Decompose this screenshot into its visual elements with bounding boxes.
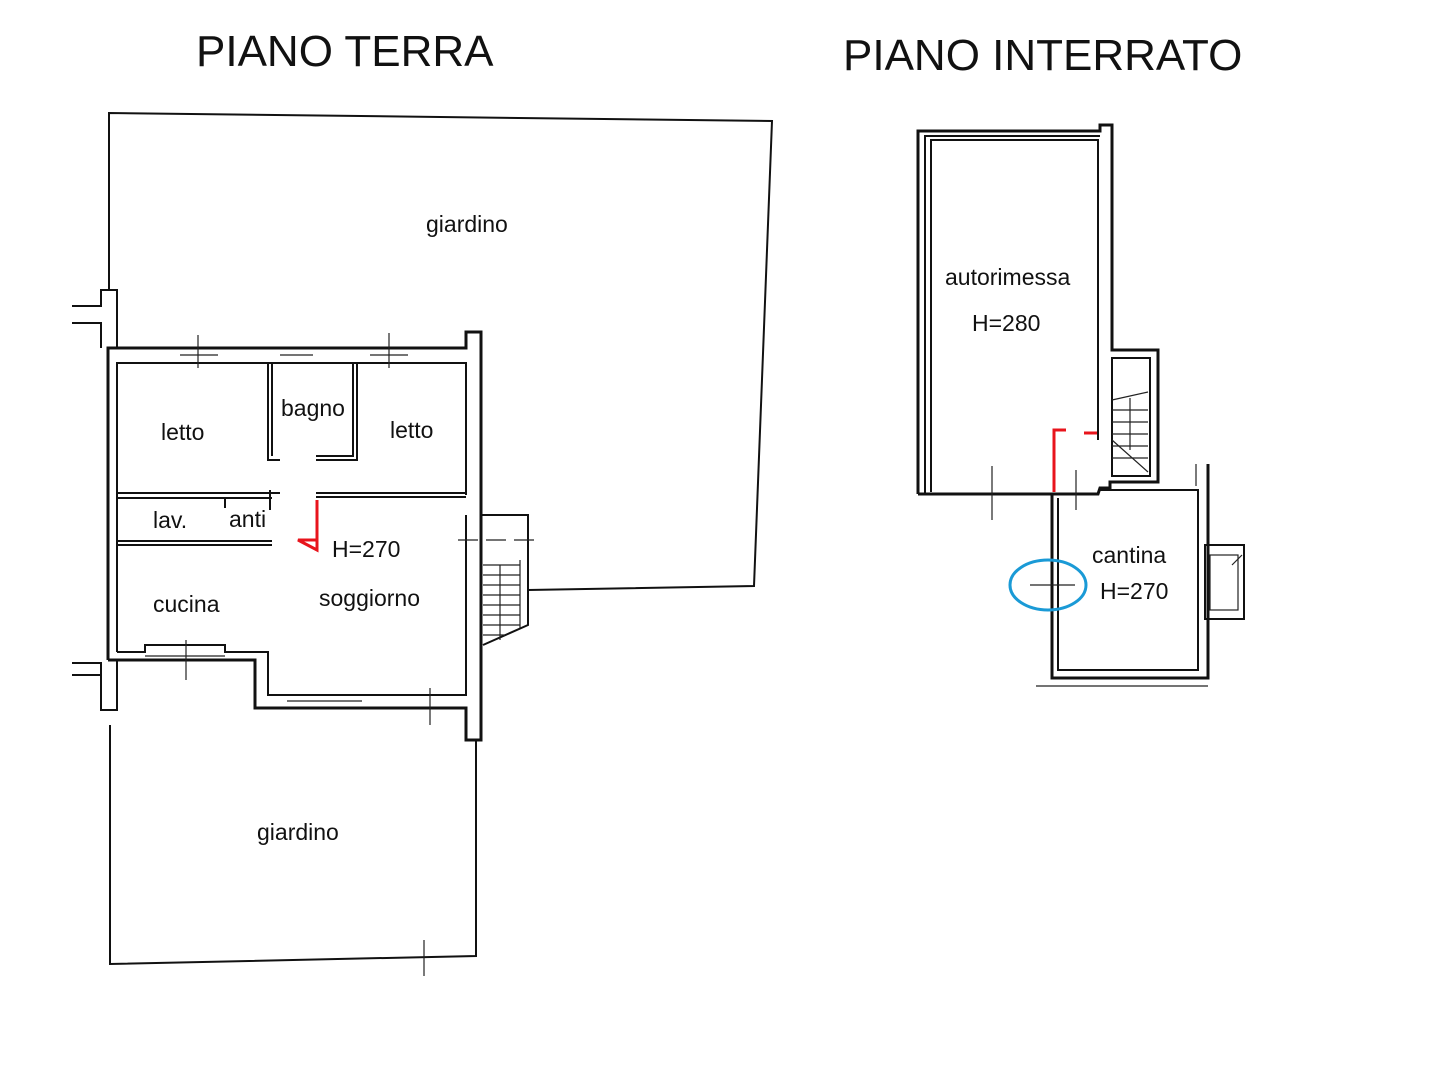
label-cantina: cantina — [1092, 542, 1166, 568]
label-height-cellar: H=270 — [1100, 578, 1168, 604]
label-bagno: bagno — [281, 395, 345, 421]
red-section-mark — [1052, 428, 1066, 492]
basement-plan: autorimessa H=280 cantina H=270 — [916, 123, 1245, 687]
label-letto-right: letto — [390, 417, 433, 443]
house-outer-wall — [106, 330, 483, 742]
label-lav: lav. — [153, 507, 187, 533]
label-anti: anti — [229, 506, 266, 532]
label-letto-left: letto — [161, 419, 204, 445]
label-cucina: cucina — [153, 591, 220, 617]
label-height-ground: H=270 — [332, 536, 400, 562]
garden-top-boundary — [108, 111, 774, 591]
title-piano-terra: PIANO TERRA — [196, 27, 494, 76]
label-soggiorno: soggiorno — [319, 585, 420, 611]
red-section-mark — [297, 500, 319, 553]
garage-outer-wall — [916, 123, 1160, 496]
title-piano-interrato: PIANO INTERRATO — [843, 31, 1242, 80]
label-autorimessa: autorimessa — [945, 264, 1070, 290]
garden-bottom-boundary — [109, 725, 477, 966]
label-giardino-top: giardino — [426, 211, 508, 237]
highlight-circle — [1008, 558, 1088, 612]
ground-floor-plan: giardino letto bagno letto lav. anti H=2… — [72, 111, 774, 976]
label-height-garage: H=280 — [972, 310, 1040, 336]
label-giardino-bottom: giardino — [257, 819, 339, 845]
